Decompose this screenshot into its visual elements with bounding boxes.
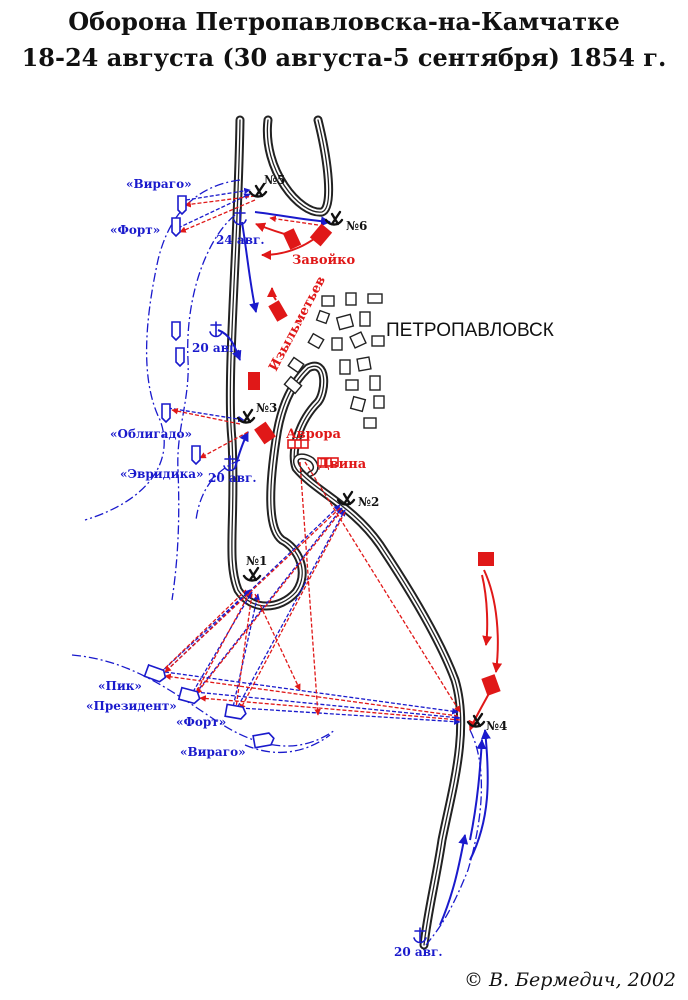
russian-fire	[157, 195, 461, 721]
ship-icon	[224, 703, 247, 720]
batteries	[236, 182, 486, 728]
allied-movements	[217, 211, 491, 926]
battery-icon	[236, 408, 256, 424]
ship-icon	[287, 439, 309, 449]
russian-unit-icon	[282, 228, 302, 250]
ship-icon	[191, 445, 201, 466]
russian-units	[248, 223, 501, 696]
ship-icon	[177, 195, 187, 216]
ship-label-fort-north: «Форт»	[110, 223, 160, 237]
battery-3-label: №3	[256, 401, 277, 415]
allied-ships	[143, 195, 275, 749]
russian-unit-icon	[478, 552, 494, 566]
ship-label-evridika: «Эвридика»	[120, 467, 204, 481]
anchor-icon	[223, 455, 237, 472]
russian-unit-icon	[248, 372, 260, 390]
ship-icon	[171, 217, 181, 238]
ship-icon	[161, 403, 171, 424]
russian-unit-icon	[309, 223, 333, 247]
date-label-20a: 20 авг.	[192, 341, 241, 355]
russian-label-dvina: Двина	[318, 457, 367, 472]
battery-icon	[324, 210, 344, 226]
town-blocks	[283, 292, 385, 429]
date-label-24: 24 авг.	[216, 233, 265, 247]
battery-4-label: №4	[486, 719, 507, 733]
coastline	[225, 115, 466, 950]
ship-icon	[143, 663, 167, 683]
russian-unit-icon	[481, 674, 501, 696]
battery-icon	[466, 712, 486, 728]
map-title-line2: 18-24 августа (30 августа-5 сентября) 18…	[22, 43, 667, 72]
battery-icon	[242, 566, 262, 582]
russian-unit-icon	[254, 421, 276, 445]
ship-label-president: «Президент»	[86, 699, 177, 713]
battery-1-label: №1	[246, 554, 267, 568]
city-label: ПЕТРОПАВЛОВСК	[386, 320, 554, 341]
anchor-icon	[209, 321, 223, 338]
russian-ships	[287, 439, 339, 467]
battery-6-label: №6	[346, 219, 367, 233]
allied-labels: «Вираго» «Форт» 24 авг. 20 авг. «Облигад…	[86, 177, 443, 959]
ship-label-virago-south: «Вираго»	[180, 745, 246, 759]
anchor-icon	[233, 209, 247, 226]
map-title-line1: Оборона Петропавловска-на-Камчатке	[68, 7, 620, 36]
anchor-icon	[413, 927, 427, 944]
ship-icon	[252, 732, 275, 749]
battery-icon	[336, 490, 356, 506]
allied-anchors	[209, 209, 427, 944]
russian-label-izylmetyev: Изыльметьев	[266, 274, 329, 374]
ship-label-fort-south: «Форт»	[176, 715, 226, 729]
allied-tracks	[71, 179, 483, 946]
battery-labels: №5 №6 №3 №2 №1 №4	[246, 173, 507, 733]
battery-5-label: №5	[264, 173, 285, 187]
battery-2-label: №2	[358, 495, 379, 509]
ship-icon	[177, 686, 201, 705]
copyright-text: © В. Бермедич, 2002	[464, 969, 676, 991]
ship-icon	[317, 457, 339, 467]
russian-unit-icon	[268, 300, 288, 322]
russian-label-zavoyko: Завойко	[292, 253, 356, 268]
russian-label-avrora: Аврора	[286, 427, 341, 442]
date-label-20c: 20 авг.	[394, 945, 443, 959]
ship-label-obligado: «Облигадо»	[110, 427, 192, 441]
date-label-20b: 20 авг.	[208, 471, 257, 485]
ship-label-virago-north: «Вираго»	[126, 177, 192, 191]
ship-icon	[171, 321, 181, 342]
ship-label-pik: «Пик»	[98, 679, 142, 693]
ship-icon	[175, 347, 185, 368]
battery-icon	[248, 182, 268, 198]
